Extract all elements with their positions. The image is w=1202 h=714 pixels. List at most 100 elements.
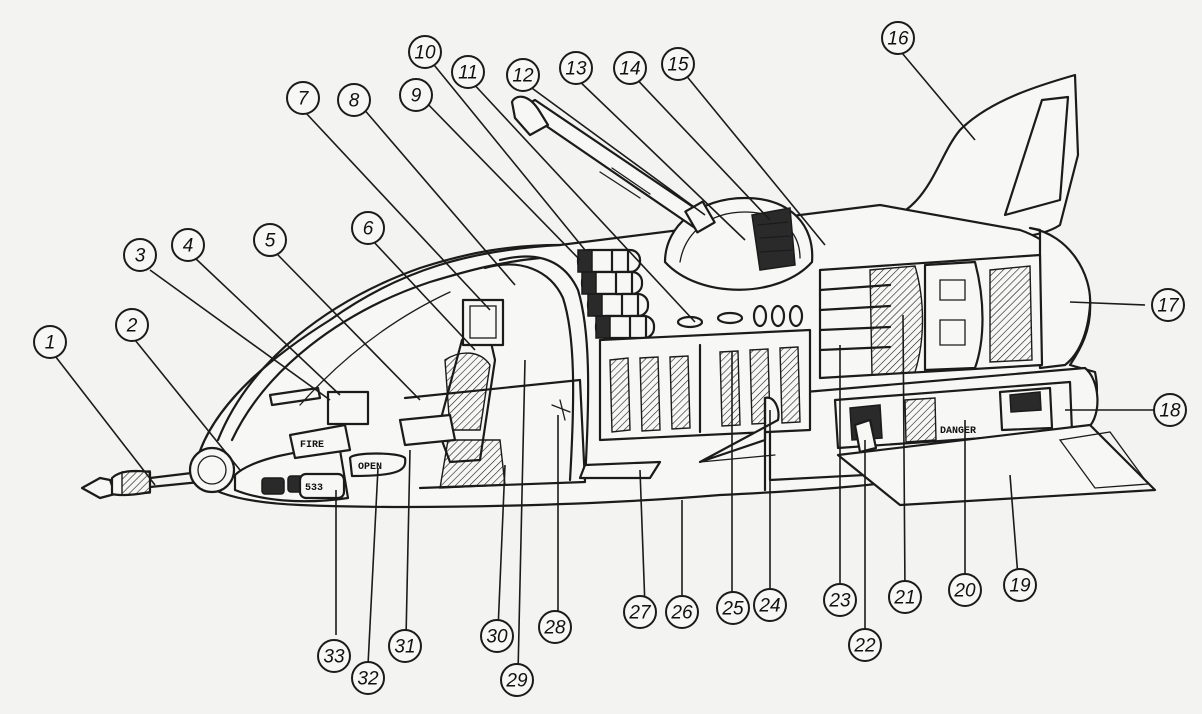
callout-circle — [613, 51, 647, 85]
callout-24: 24 — [753, 588, 787, 622]
callout-number: 29 — [505, 671, 528, 692]
callout-circle — [480, 619, 514, 653]
callout-circle — [351, 661, 385, 695]
callout-circle — [500, 663, 534, 697]
callout-number: 8 — [349, 91, 360, 112]
callout-1: 1 — [33, 325, 67, 359]
callout-number: 17 — [1157, 296, 1180, 317]
callout-9: 9 — [399, 78, 433, 112]
open-label: OPEN — [358, 462, 382, 473]
callout-circle — [1151, 288, 1185, 322]
callout-number: 4 — [183, 236, 194, 257]
callout-number: 10 — [414, 43, 436, 64]
ammunition-rack — [576, 248, 804, 340]
callout-circle — [1153, 393, 1187, 427]
callout-4: 4 — [171, 228, 205, 262]
callout-8: 8 — [337, 83, 371, 117]
callout-number: 33 — [323, 647, 345, 668]
callout-circle — [823, 583, 857, 617]
callout-number: 7 — [298, 89, 310, 110]
callout-circle — [171, 228, 205, 262]
callout-7: 7 — [286, 81, 320, 115]
callout-33: 33 — [317, 639, 351, 673]
danger-label: DANGER — [940, 426, 976, 437]
callout-circle — [408, 35, 442, 69]
callout-number: 18 — [1159, 401, 1181, 422]
callout-circle — [661, 47, 695, 81]
nose-probe — [80, 446, 236, 500]
callout-17: 17 — [1151, 288, 1185, 322]
callout-26: 26 — [665, 595, 699, 629]
callout-number: 6 — [363, 219, 374, 240]
callout-circle — [388, 629, 422, 663]
callout-27: 27 — [623, 595, 657, 629]
callout-circle — [538, 610, 572, 644]
callout-number: 13 — [565, 59, 587, 80]
callout-19: 19 — [1003, 568, 1037, 602]
callout-circle — [848, 628, 882, 662]
callout-circle — [33, 325, 67, 359]
callout-number: 26 — [670, 603, 693, 624]
callout-number: 5 — [265, 231, 276, 252]
callout-number: 21 — [893, 588, 915, 609]
callout-number: 20 — [953, 581, 976, 602]
callout-3: 3 — [123, 238, 157, 272]
callout-circle — [123, 238, 157, 272]
callout-number: 30 — [486, 627, 508, 648]
callout-31: 31 — [388, 629, 422, 663]
cargo-bay: DANGER — [833, 380, 1157, 507]
callout-number: 3 — [135, 246, 146, 267]
callout-number: 19 — [1009, 576, 1031, 597]
callout-circle — [881, 21, 915, 55]
callout-circle — [506, 58, 540, 92]
callout-number: 28 — [543, 618, 566, 639]
canopy — [216, 243, 590, 482]
callout-circle — [665, 595, 699, 629]
callout-number: 27 — [628, 603, 652, 624]
callout-number: 11 — [458, 63, 478, 84]
callout-number: 25 — [721, 599, 744, 620]
callout-11: 11 — [451, 55, 485, 89]
callout-number: 22 — [853, 636, 876, 657]
callout-30: 30 — [480, 619, 514, 653]
callout-10: 10 — [408, 35, 442, 69]
callout-circle — [317, 639, 351, 673]
fire-label: FIRE — [300, 440, 324, 451]
callout-circle — [399, 78, 433, 112]
callout-5: 5 — [253, 223, 287, 257]
callout-29: 29 — [500, 663, 534, 697]
callout-18: 18 — [1153, 393, 1187, 427]
callout-circle — [716, 591, 750, 625]
dial-readout: 533 — [305, 483, 323, 494]
callout-circle — [559, 51, 593, 85]
callout-number: 9 — [411, 86, 422, 107]
gun-turret — [510, 95, 814, 291]
callout-20: 20 — [948, 573, 982, 607]
callout-25: 25 — [716, 591, 750, 625]
callout-circle — [286, 81, 320, 115]
callout-number: 32 — [357, 669, 379, 690]
callout-number: 23 — [828, 591, 851, 612]
callout-21: 21 — [888, 580, 922, 614]
callout-23: 23 — [823, 583, 857, 617]
callout-circle — [253, 223, 287, 257]
callout-6: 6 — [351, 211, 385, 245]
callout-number: 12 — [512, 66, 534, 87]
callout-14: 14 — [613, 51, 647, 85]
callout-2: 2 — [115, 308, 149, 342]
callout-13: 13 — [559, 51, 593, 85]
callout-12: 12 — [506, 58, 540, 92]
callout-number: 2 — [126, 316, 138, 337]
callout-circle — [337, 83, 371, 117]
callout-number: 24 — [758, 596, 780, 617]
callout-number: 16 — [887, 29, 909, 50]
callout-number: 1 — [45, 333, 56, 354]
access-hatch — [698, 396, 780, 492]
callout-22: 22 — [848, 628, 882, 662]
callout-number: 31 — [394, 637, 415, 658]
callout-15: 15 — [661, 47, 695, 81]
engine-section — [818, 253, 1044, 380]
callout-number: 15 — [667, 55, 689, 76]
